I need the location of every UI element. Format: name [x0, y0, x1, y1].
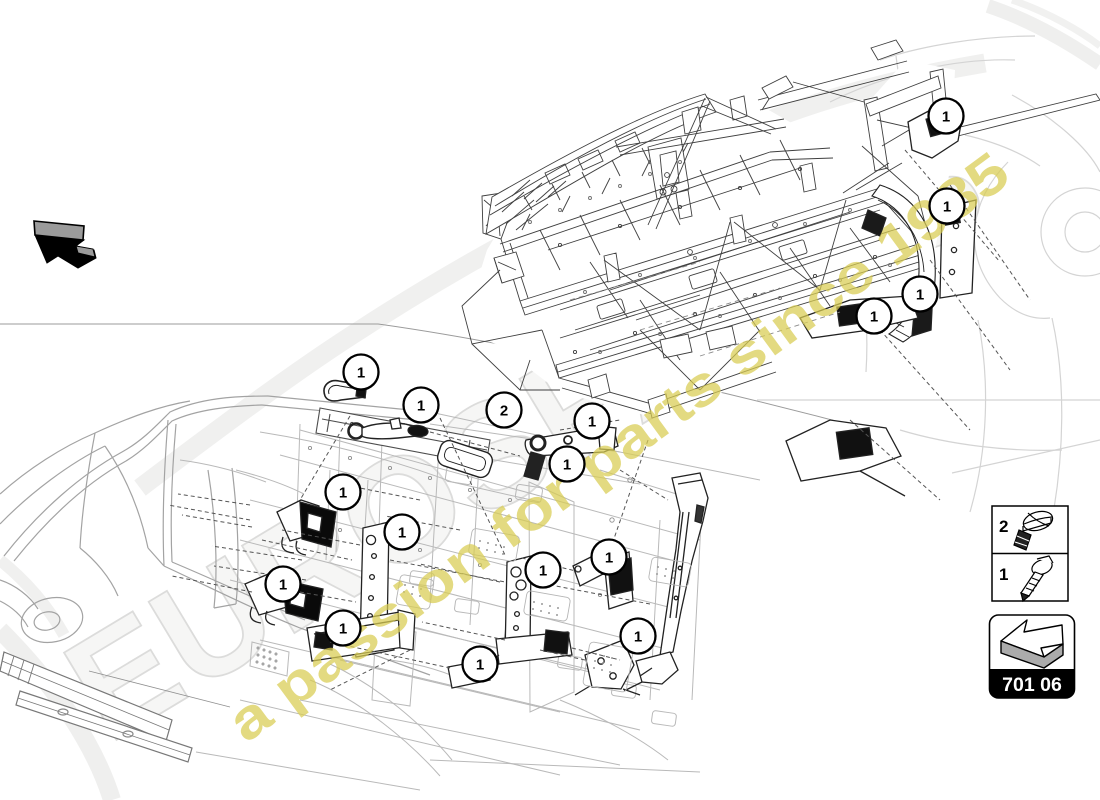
- svg-text:1: 1: [563, 457, 571, 474]
- svg-text:1: 1: [339, 621, 347, 638]
- svg-text:1: 1: [999, 565, 1008, 584]
- svg-text:1: 1: [916, 287, 924, 304]
- svg-text:701 06: 701 06: [1002, 674, 1062, 696]
- svg-text:1: 1: [339, 485, 347, 502]
- svg-text:1: 1: [870, 309, 878, 326]
- svg-text:1: 1: [357, 365, 365, 382]
- svg-text:1: 1: [398, 525, 406, 542]
- svg-text:1: 1: [943, 199, 951, 216]
- svg-text:1: 1: [942, 109, 950, 126]
- svg-text:1: 1: [634, 629, 642, 646]
- svg-text:1: 1: [539, 563, 547, 580]
- svg-text:1: 1: [588, 414, 596, 431]
- svg-text:1: 1: [417, 398, 425, 415]
- svg-text:2: 2: [999, 517, 1008, 536]
- svg-text:1: 1: [605, 550, 613, 567]
- svg-text:2: 2: [500, 403, 508, 420]
- svg-text:1: 1: [476, 657, 484, 674]
- svg-text:1: 1: [279, 577, 287, 594]
